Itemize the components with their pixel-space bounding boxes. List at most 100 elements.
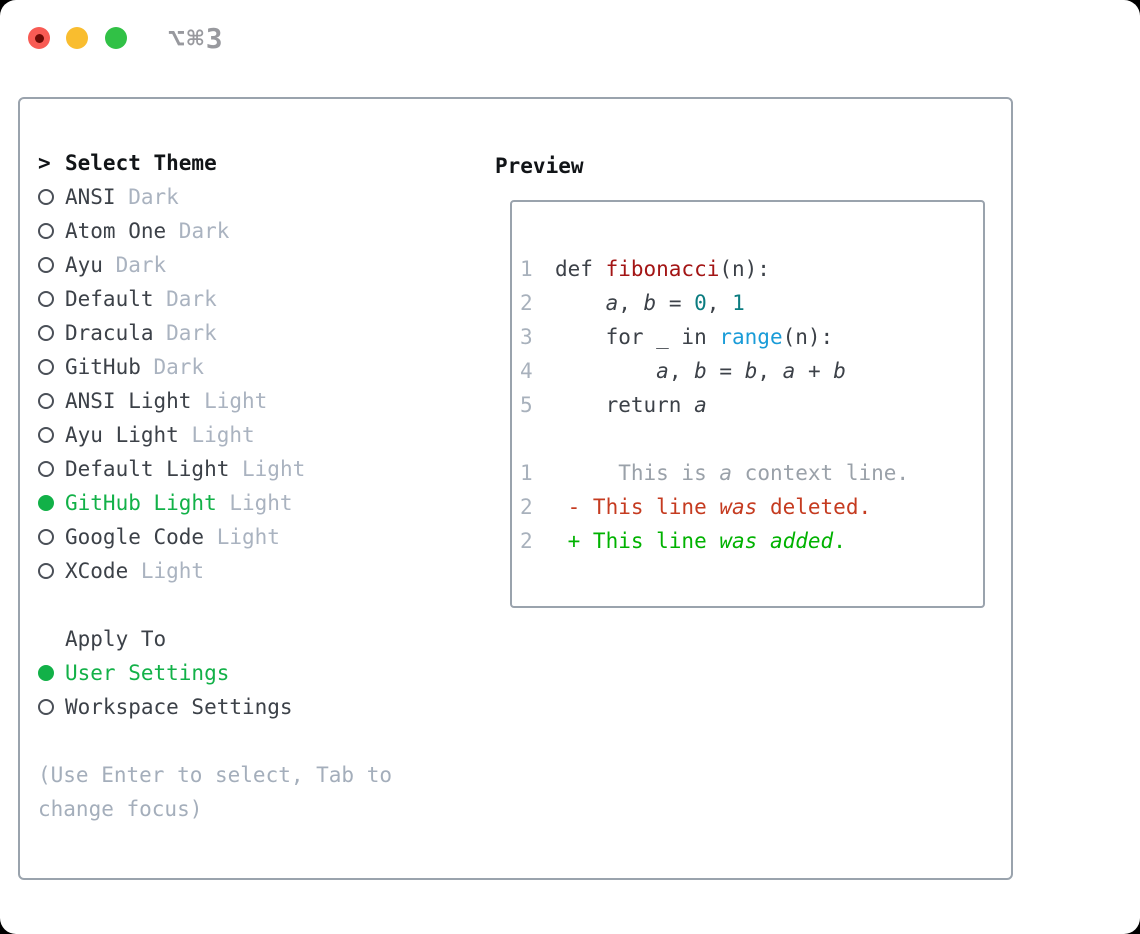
theme-name: Ayu Light [65,423,179,447]
theme-list-item[interactable]: GitHub Light Light [38,486,478,520]
radio-icon[interactable] [38,257,54,273]
apply-to-option-label: User Settings [65,661,230,685]
traffic-light-zoom-icon[interactable] [105,27,127,49]
code-token: added [769,529,834,553]
radio-icon[interactable] [38,427,54,443]
code-token: a [694,393,707,417]
code-token: - This line [555,495,720,519]
code-token: b [694,359,707,383]
theme-name: GitHub [65,355,141,379]
traffic-light-close-icon[interactable] [28,27,50,49]
line-number: 3 [520,325,533,349]
radio-selected-icon[interactable] [38,665,54,681]
code-token: b [643,291,657,315]
code-token: This is [555,461,720,485]
radio-icon[interactable] [38,699,54,715]
line-number [520,422,533,456]
code-line: 2 + This line was added. [520,524,983,558]
line-number: 2 [520,291,533,315]
radio-icon[interactable] [38,223,54,239]
code-token [757,524,770,558]
traffic-light-minimize-icon[interactable] [66,27,88,49]
code-line: 5 return a [520,388,983,422]
code-token: a [719,461,733,485]
code-token: b [833,359,846,383]
code-token: , [757,359,783,383]
code-token: 0 [694,291,707,315]
pointer-icon: > [38,151,51,175]
theme-name: Ayu [65,253,103,277]
window-shortcut-label: ⌥⌘3 [168,22,225,55]
code-line: 1 This is a context line. [520,456,983,490]
theme-variant: Dark [153,287,217,311]
code-token: b [744,359,758,383]
line-number: 1 [520,257,533,281]
radio-icon[interactable] [38,393,54,409]
radio-icon[interactable] [38,325,54,341]
code-line: 3 for _ in range(n): [520,320,983,354]
theme-list-item[interactable]: Default Light Light [38,452,478,486]
radio-icon[interactable] [38,529,54,545]
code-token: a [656,359,669,383]
theme-variant: Light [216,491,293,515]
theme-list-item[interactable]: ANSI Light Light [38,384,478,418]
theme-list-item[interactable]: Ayu Light Light [38,418,478,452]
apply-to-option[interactable]: User Settings [38,656,478,690]
code-token: , [618,291,644,315]
line-number: 4 [520,359,533,383]
theme-variant: Dark [166,219,230,243]
code-token [555,286,606,320]
radio-icon[interactable] [38,359,54,375]
preview-title: Preview [495,154,584,178]
theme-variant: Dark [140,355,205,379]
theme-name: ANSI [65,185,116,209]
theme-list-item[interactable]: GitHub Dark [38,350,478,384]
theme-list-item[interactable]: Ayu Dark [38,248,478,282]
radio-icon[interactable] [38,189,54,205]
theme-picker-panel [18,97,1013,880]
radio-icon[interactable] [38,461,54,477]
theme-name: GitHub Light [65,491,217,515]
theme-list-item[interactable]: ANSI Dark [38,180,478,214]
window-titlebar: ⌥⌘3 [0,0,1140,70]
code-token: 1 [732,291,745,315]
theme-variant: Light [178,423,255,447]
apply-to-option[interactable]: Workspace Settings [38,690,478,724]
code-line: 2 a, b = 0, 1 [520,286,983,320]
select-theme-title: Select Theme [65,151,217,175]
theme-list-item[interactable]: XCode Light [38,554,478,588]
theme-list-item[interactable]: Default Dark [38,282,478,316]
code-token: . [833,529,846,553]
theme-variant: Dark [115,185,179,209]
radio-icon[interactable] [38,563,54,579]
code-token: = [656,291,695,315]
line-number: 2 [520,529,533,553]
theme-list-item[interactable]: Atom One Dark [38,214,478,248]
theme-variant: Light [204,525,280,549]
theme-name: Google Code [65,525,205,549]
code-line: 4 a, b = b, a + b [520,354,983,388]
code-token: return [555,393,695,417]
radio-selected-icon[interactable] [38,495,54,511]
code-token: context line. [732,461,910,485]
theme-name: Default Light [65,457,230,481]
theme-name: Default [65,287,154,311]
theme-name: XCode [65,559,129,583]
radio-icon[interactable] [38,291,54,307]
code-token: , [706,291,733,315]
theme-variant: Dark [102,253,167,277]
apply-to-title: Apply To [65,627,167,651]
theme-list-item[interactable]: Google Code Light [38,520,478,554]
select-theme-header: > Select Theme [38,146,478,180]
code-token: was [719,495,758,519]
apply-to-header: Apply To [38,622,478,656]
theme-variant: Light [128,559,205,583]
theme-variant: Dark [153,321,217,345]
theme-list-item[interactable]: Dracula Dark [38,316,478,350]
